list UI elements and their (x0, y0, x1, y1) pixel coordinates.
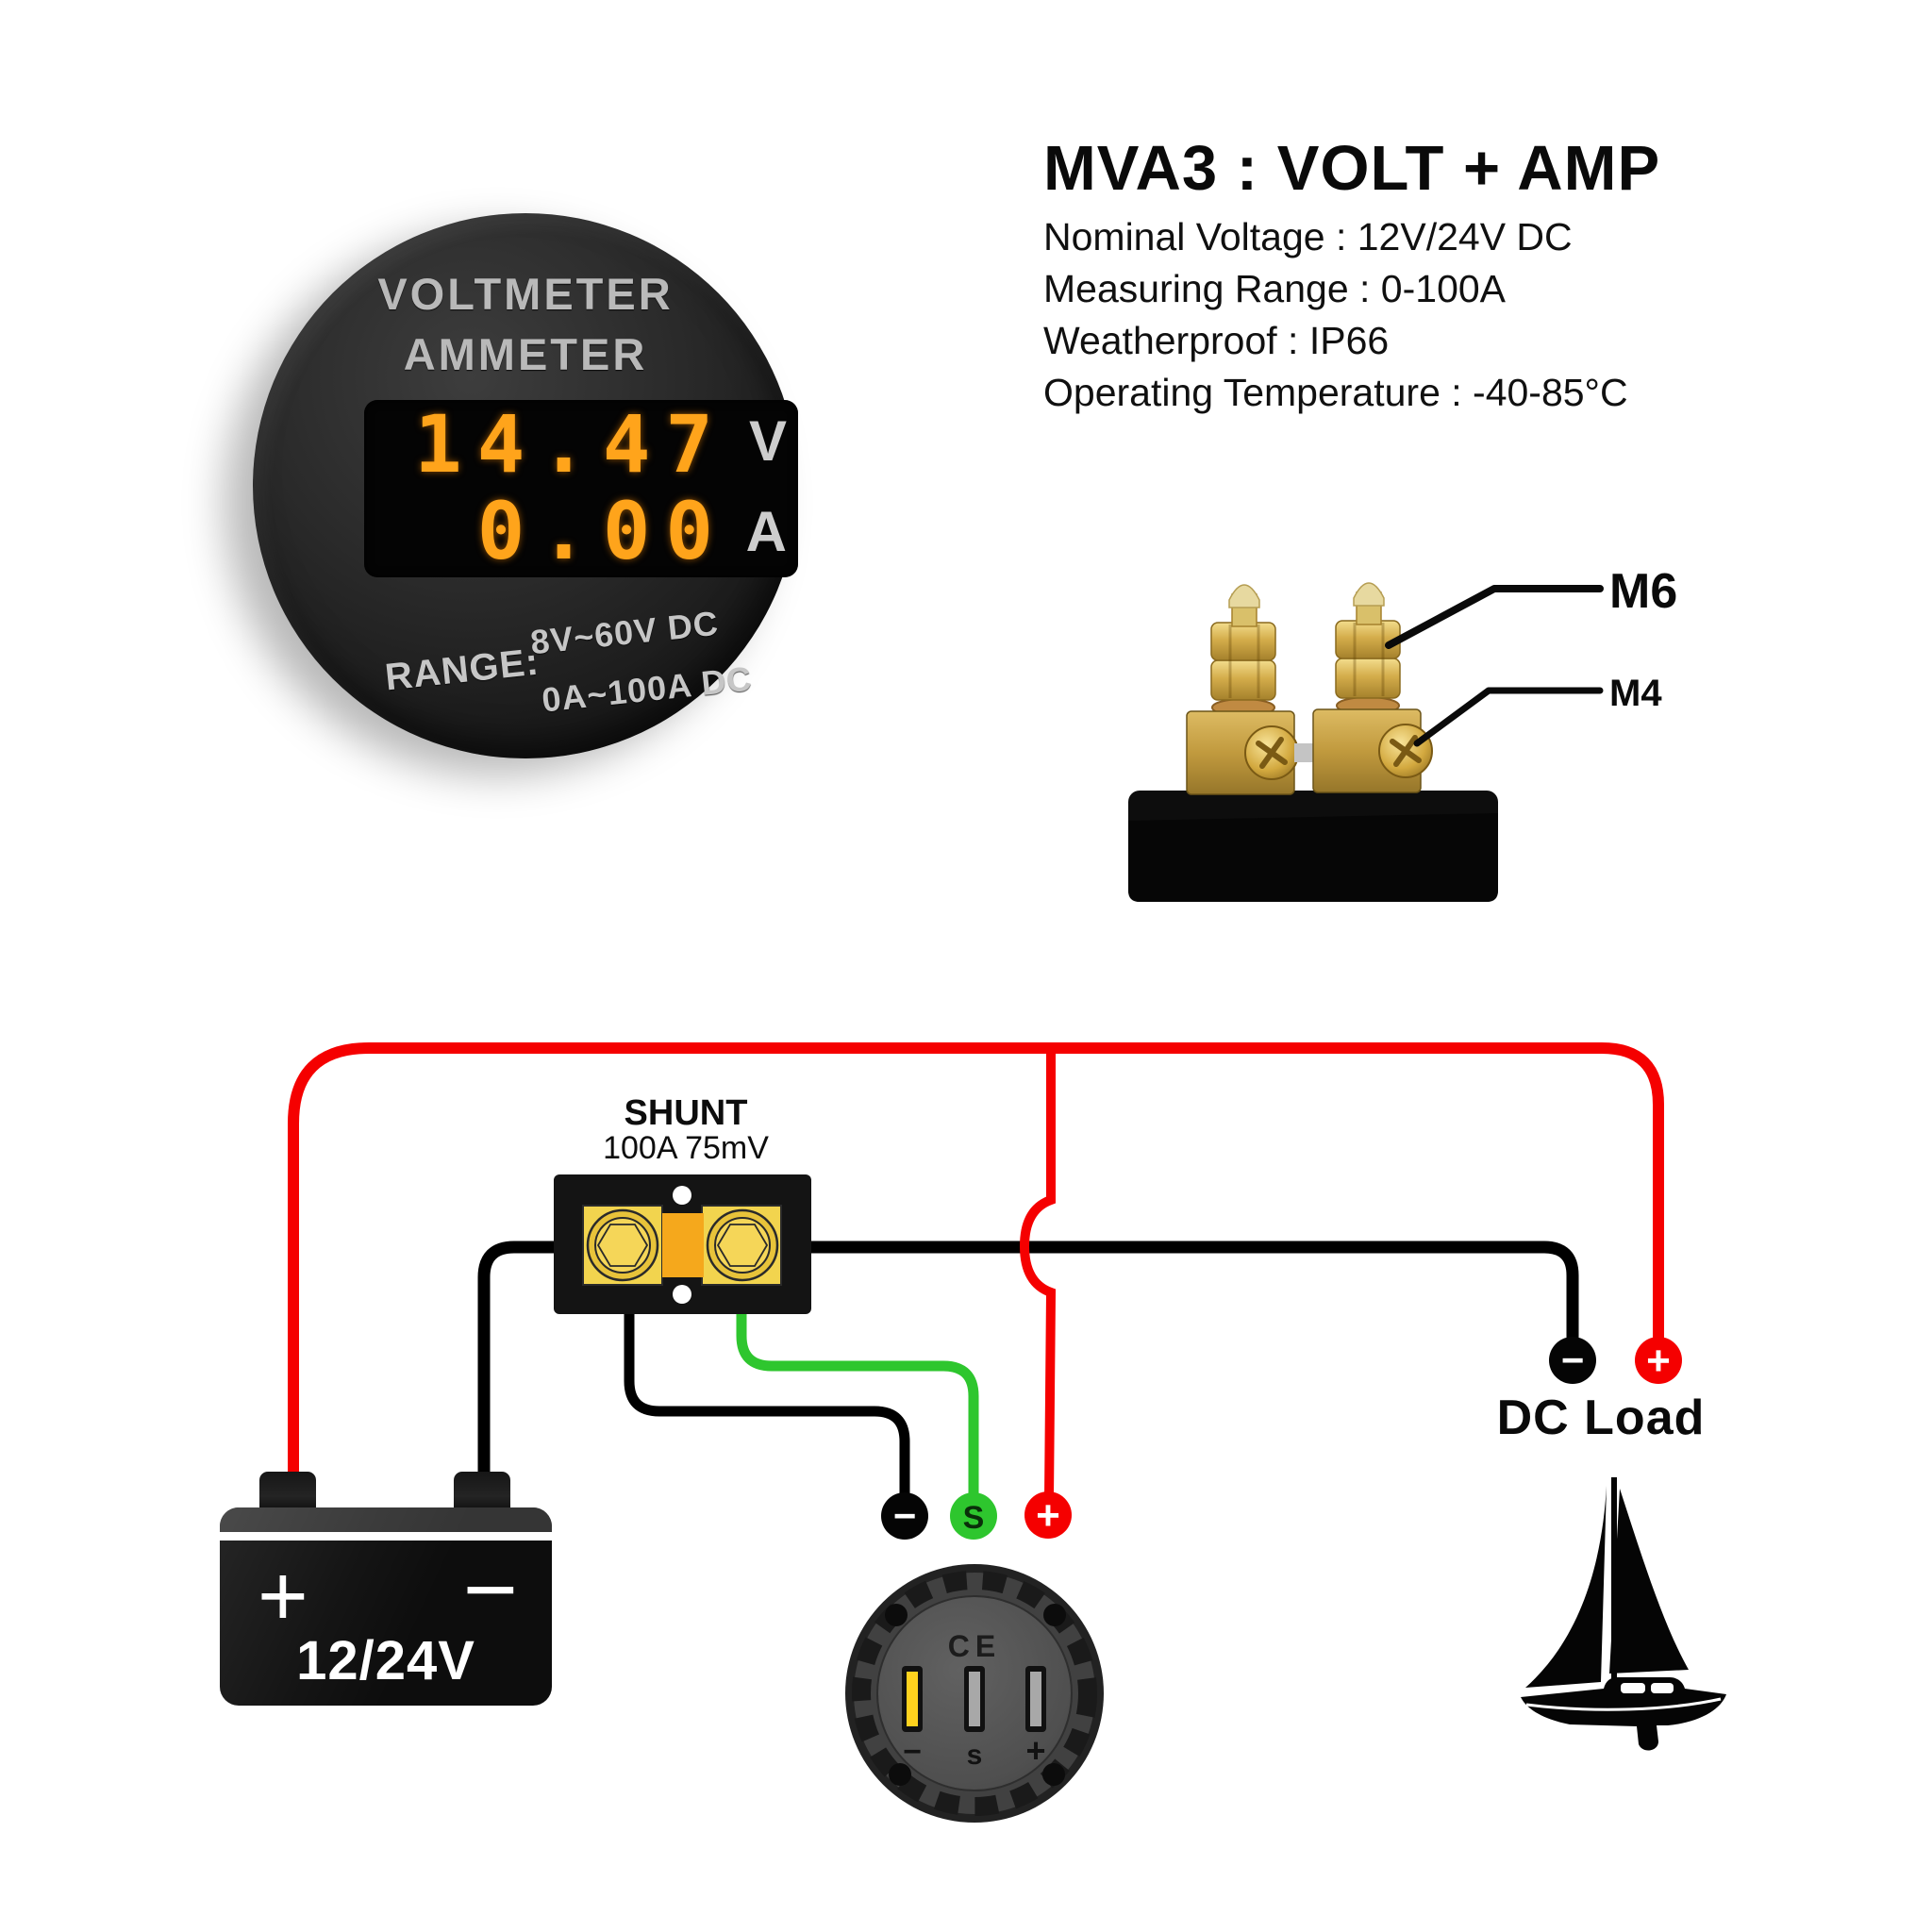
meter-back-label-sense: s (967, 1740, 983, 1771)
dc-load-label: DC Load (1497, 1391, 1706, 1445)
shunt-nut-left-lower (1210, 659, 1276, 701)
shunt-stud-tip-right (1353, 582, 1385, 607)
meter-back-slot-minus-bar (907, 1672, 918, 1726)
wires (288, 1042, 1664, 1500)
wire-black-load-negative (811, 1241, 1579, 1343)
terminal-plus-symbol: + (1036, 1492, 1060, 1539)
sailboat-deck-line (1525, 1697, 1722, 1711)
shunt-symbol: SHUNT 100A 75mV (554, 1093, 811, 1314)
shunt-mount-hole-bottom (673, 1285, 691, 1304)
screw-cross (1390, 735, 1422, 767)
product-info: MVA3 : VOLT + AMP Nominal Voltage : 12V/… (1043, 132, 1826, 412)
amp-value: 0.00 (476, 485, 728, 577)
spec-measuring-range: Measuring Range : 0-100A (1043, 267, 1507, 310)
battery-plus-symbol: + (258, 1548, 308, 1644)
shunt-terminal-left-inner (594, 1217, 651, 1274)
dc-load-plus-symbol: + (1646, 1338, 1671, 1384)
battery-body: + − 12/24V (220, 1507, 552, 1706)
sailboat-jib-sail (1525, 1486, 1607, 1688)
shunt-nut-right-lower (1335, 658, 1401, 699)
battery-terminal-positive (259, 1472, 316, 1513)
volt-unit: V (748, 409, 787, 473)
meter-back-view: CE − s + (845, 1564, 1104, 1823)
voltmeter-label: VOLTMETER (377, 269, 674, 319)
spec-operating-temperature: Operating Temperature : -40-85°C (1043, 371, 1628, 414)
shunt-rating: 100A 75mV (603, 1130, 769, 1166)
shunt-nut-outline-left (596, 1224, 649, 1267)
meter-back-rim-notches (852, 1571, 1097, 1816)
sailboat-window-2 (1651, 1683, 1674, 1693)
terminal-minus-symbol: − (893, 1493, 917, 1538)
meter-back-label-minus: − (903, 1734, 922, 1770)
ammeter-label: AMMETER (403, 329, 648, 379)
screw-cross (1256, 737, 1288, 769)
meter-back-slot-sense-bar (969, 1672, 980, 1726)
terminal-dot-plus (1024, 1491, 1072, 1539)
meter-back-label-plus: + (1025, 1731, 1045, 1770)
sailboat-hull (1521, 1677, 1726, 1751)
spec-nominal-voltage: Nominal Voltage : 12V/24V DC (1043, 215, 1573, 258)
m6-leader-line (1385, 585, 1604, 649)
sense-terminals: − S + (881, 1491, 1072, 1540)
shunt-label: SHUNT (625, 1093, 748, 1133)
dc-load-dot-minus (1549, 1337, 1596, 1384)
shunt-mount-hole-top (673, 1186, 691, 1205)
wire-black-battery-negative (477, 1241, 554, 1481)
terminal-dot-minus (881, 1492, 928, 1540)
shunt-photo: M6 M4 (1128, 564, 1677, 902)
m4-leader-line (1413, 687, 1604, 747)
battery-minus-symbol: − (462, 1537, 518, 1642)
shunt-photo-base-front (1128, 813, 1498, 902)
shunt-terminal-right-inner (714, 1217, 771, 1274)
volt-value: 14.47 (414, 398, 728, 491)
battery-top-band (220, 1507, 552, 1532)
shunt-stud-tip-left (1228, 584, 1260, 608)
sailboat-main-sail (1609, 1489, 1689, 1674)
meter-back-screw-hole (889, 1763, 911, 1786)
wire-red-sense-branch (1019, 1045, 1057, 1499)
battery-stripe (220, 1532, 552, 1541)
shunt-nut-right-upper (1335, 620, 1401, 659)
spec-weatherproof: Weatherproof : IP66 (1043, 319, 1390, 362)
meter-back-slot-plus-bar (1030, 1672, 1041, 1726)
oled-display: 14.47 V 0.00 A (364, 400, 798, 577)
voltmeter-ammeter-device: VOLTMETER AMMETER 14.47 V 0.00 A RANGE: … (253, 213, 798, 758)
shunt-resistor-strip (662, 1213, 704, 1277)
sailboat-window-1 (1621, 1683, 1645, 1693)
sailboat-mast (1611, 1477, 1617, 1692)
terminal-sense-symbol: S (963, 1500, 985, 1536)
m4-label: M4 (1609, 673, 1662, 714)
product-title: MVA3 : VOLT + AMP (1043, 133, 1661, 204)
dc-load-dot-plus (1635, 1337, 1682, 1384)
dc-load-minus-symbol: − (1561, 1338, 1585, 1382)
wire-green-sense (736, 1311, 979, 1500)
terminal-dot-sense (950, 1492, 997, 1540)
battery-voltage-label: 12/24V (296, 1630, 475, 1691)
wire-red-positive (288, 1042, 1664, 1481)
amp-unit: A (745, 500, 787, 563)
meter-back-screw-hole (885, 1604, 908, 1626)
meter-back-screw-hole (1042, 1763, 1065, 1786)
shunt-nut-left-upper (1210, 622, 1276, 661)
battery: + − 12/24V (220, 1472, 552, 1707)
shunt-nut-outline-right (716, 1224, 769, 1267)
shunt-sense-strip (1294, 743, 1313, 762)
dc-load: − + DC Load (1497, 1337, 1706, 1445)
meter-back-screw-hole (1043, 1604, 1066, 1626)
ce-mark: CE (948, 1629, 1001, 1663)
sailboat-icon (1521, 1477, 1726, 1751)
battery-terminal-negative (454, 1472, 510, 1513)
m6-label: M6 (1609, 564, 1677, 619)
wire-black-sense (624, 1311, 910, 1500)
